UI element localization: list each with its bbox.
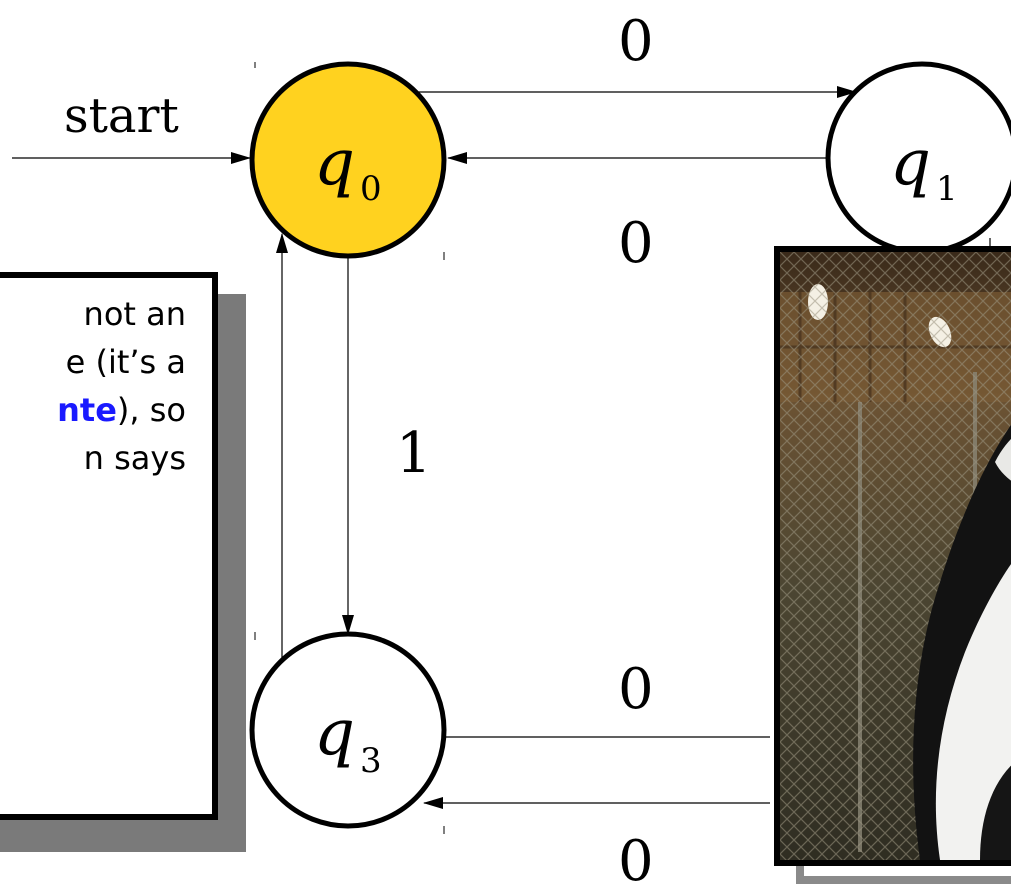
callout-line-3: nte), so: [0, 386, 186, 434]
dog-photo: [774, 246, 1011, 866]
dog-photo-image: [780, 252, 1011, 860]
callout-line-4: n says: [0, 434, 186, 482]
state-q0-circle: [249, 61, 447, 259]
state-q0-label: q: [314, 126, 355, 200]
state-q3-label: q: [314, 696, 355, 770]
transition-label-q0-q3: 1: [396, 421, 432, 486]
state-q1-subscript: 1: [936, 169, 958, 209]
state-q1-label: q: [890, 126, 931, 200]
transition-label-q0-q1: 0: [618, 9, 654, 74]
callout-text: not an e (it’s a nte), so n says: [0, 290, 186, 482]
callout-box: not an e (it’s a nte), so n says: [0, 272, 218, 820]
state-q0-subscript: 0: [360, 169, 382, 209]
state-q0: q 0: [249, 61, 447, 259]
callout-highlight-term: nte: [57, 391, 117, 429]
state-q1: q 1: [825, 61, 1011, 255]
callout-line-2-text: e (it’s a: [65, 343, 186, 381]
callout-line-3-after: ), so: [116, 391, 186, 429]
callout-line-1: not an: [0, 290, 186, 338]
guide-ticks: [254, 62, 445, 834]
transition-label-right-q3-lower: 0: [618, 829, 654, 888]
callout-line-1-text: not an: [83, 295, 186, 333]
transition-label-right-q3-upper: 0: [618, 657, 654, 722]
callout-line-4-text: n says: [83, 439, 186, 477]
state-q3-subscript: 3: [360, 741, 382, 781]
transition-label-q1-q0: 0: [618, 211, 654, 276]
callout-line-2: e (it’s a: [0, 338, 186, 386]
state-q3: q 3: [249, 631, 447, 829]
start-label: start: [64, 88, 179, 144]
state-q3-circle: [249, 631, 447, 829]
